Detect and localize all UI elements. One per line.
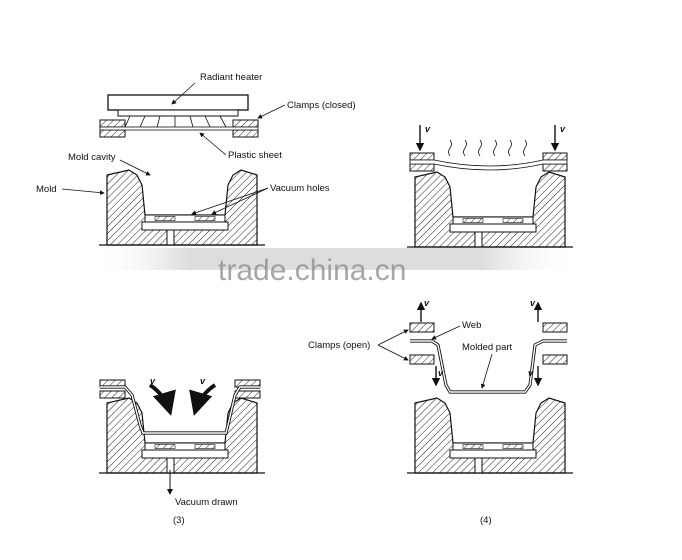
vacuum-hole <box>154 216 176 221</box>
heat-rays <box>124 115 227 128</box>
air-pressure-arrow <box>189 383 217 416</box>
label-step-4: (4) <box>480 515 492 526</box>
vacuum-hole <box>502 444 524 449</box>
heat-waves <box>448 139 527 157</box>
mold-body <box>414 397 566 474</box>
vacuum-chamber <box>141 449 229 459</box>
mold-body <box>106 397 258 474</box>
label-velocity: v <box>530 298 536 308</box>
label-velocity: v <box>528 368 534 378</box>
mold <box>99 169 265 246</box>
radiant-heater <box>107 94 249 128</box>
mold <box>407 397 573 474</box>
vacuum-hole <box>462 218 484 223</box>
label-clamps-closed: Clamps (closed) <box>287 100 356 111</box>
mold <box>99 397 265 474</box>
label-web: Web <box>462 320 481 331</box>
vacuum-pipe <box>474 231 483 248</box>
vacuum-hole <box>194 444 216 449</box>
clamps-open <box>409 322 568 394</box>
label-velocity: v <box>425 124 431 134</box>
vacuum-hole <box>462 444 484 449</box>
clamps-closed-lowering <box>409 139 568 172</box>
clamps-closed <box>99 119 259 138</box>
air-pressure-arrow <box>148 383 176 416</box>
vacuum-hole <box>154 444 176 449</box>
vacuum-pipe <box>474 457 483 474</box>
plastic-sheet <box>99 126 259 131</box>
label-clamps-open: Clamps (open) <box>308 340 370 351</box>
label-velocity: v <box>438 368 444 378</box>
vacuum-chamber <box>141 221 229 231</box>
label-step-3: (3) <box>173 515 185 526</box>
label-mold-cavity: Mold cavity <box>68 152 116 163</box>
mold <box>407 171 573 248</box>
clamps-closed-forming <box>99 379 261 435</box>
label-velocity: v <box>560 124 566 134</box>
watermark-band <box>90 248 580 270</box>
vacuum-hole <box>194 216 216 221</box>
mold-body <box>414 171 566 248</box>
label-velocity: v <box>200 376 206 386</box>
mold-body <box>106 169 258 246</box>
vacuum-hole <box>502 218 524 223</box>
label-radiant-heater: Radiant heater <box>200 72 262 83</box>
vacuum-chamber <box>449 449 537 459</box>
label-velocity: v <box>424 298 430 308</box>
label-plastic-sheet: Plastic sheet <box>228 150 282 161</box>
label-vacuum-holes: Vacuum holes <box>270 183 330 194</box>
label-mold: Mold <box>36 184 57 195</box>
label-molded-part: Molded part <box>462 342 513 353</box>
watermark: trade.china.cn <box>218 254 406 287</box>
vacuum-pipe <box>166 229 175 246</box>
vacuum-chamber <box>449 223 537 233</box>
label-vacuum-drawn: Vacuum drawn <box>175 497 238 508</box>
label-velocity: v <box>150 376 156 386</box>
heated-sheet <box>409 159 568 171</box>
